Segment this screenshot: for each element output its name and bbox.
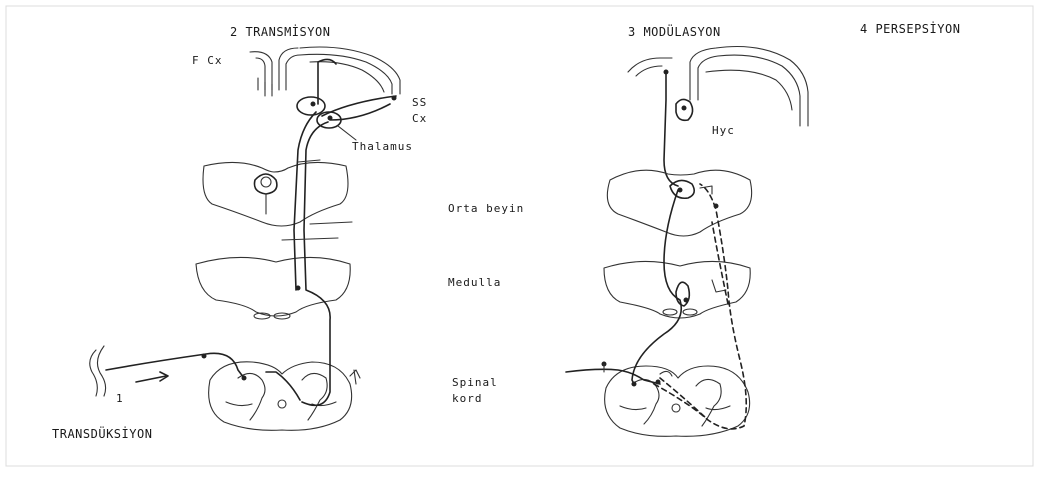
transmission-pathway: F Cx SS Cx Thalamus 1 [90, 47, 428, 430]
modulation-pathway: Hyc [566, 47, 808, 437]
left-midbrain-section [203, 162, 348, 226]
right-medulla-section [604, 261, 750, 318]
left-cortex-outline [250, 47, 400, 96]
right-spinal-cord-section [605, 366, 750, 436]
label-step-one: 1 [116, 392, 124, 405]
label-spinal: Spinal [452, 376, 498, 389]
ascending-dashed-tract [654, 184, 746, 429]
left-spinal-crossing [266, 372, 300, 400]
label-ss: SS [412, 96, 427, 109]
title-transduction: TRANSDÜKSİYON [52, 425, 152, 441]
label-kord: kord [452, 392, 483, 405]
left-arrow-up [350, 370, 360, 384]
thalamocortical-projection [318, 59, 396, 120]
cortical-descending [664, 72, 678, 186]
label-medulla: Medulla [448, 276, 501, 289]
title-transmission: 2 TRANSMİSYON [230, 24, 330, 39]
right-cortex-outline [628, 47, 808, 127]
left-thalamus-upper [297, 97, 325, 115]
peripheral-receptor [90, 346, 106, 396]
label-frontal-cortex: F Cx [192, 54, 223, 67]
right-peripheral-fiber [566, 369, 660, 384]
thalamus-pointer [338, 126, 356, 140]
right-midbrain-section [607, 170, 751, 236]
label-thalamus: Thalamus [352, 140, 413, 153]
title-perception: 4 PERSEPSİYON [860, 21, 960, 36]
title-modulation: 3 MODÜLASYON [628, 23, 721, 39]
label-midbrain: Orta beyin [448, 202, 524, 215]
label-cx: Cx [412, 112, 427, 125]
page-frame [6, 6, 1033, 466]
descending-modulation-path [632, 190, 681, 384]
label-hypothalamus: Hyc [712, 124, 735, 137]
center-labels: Orta beyin Medulla Spinal kord [448, 202, 524, 405]
left-medulla-section [196, 257, 350, 319]
left-arrow-right [136, 376, 166, 382]
peripheral-nerve-fiber [106, 353, 244, 378]
ascending-dashed-tract-2 [660, 222, 728, 418]
